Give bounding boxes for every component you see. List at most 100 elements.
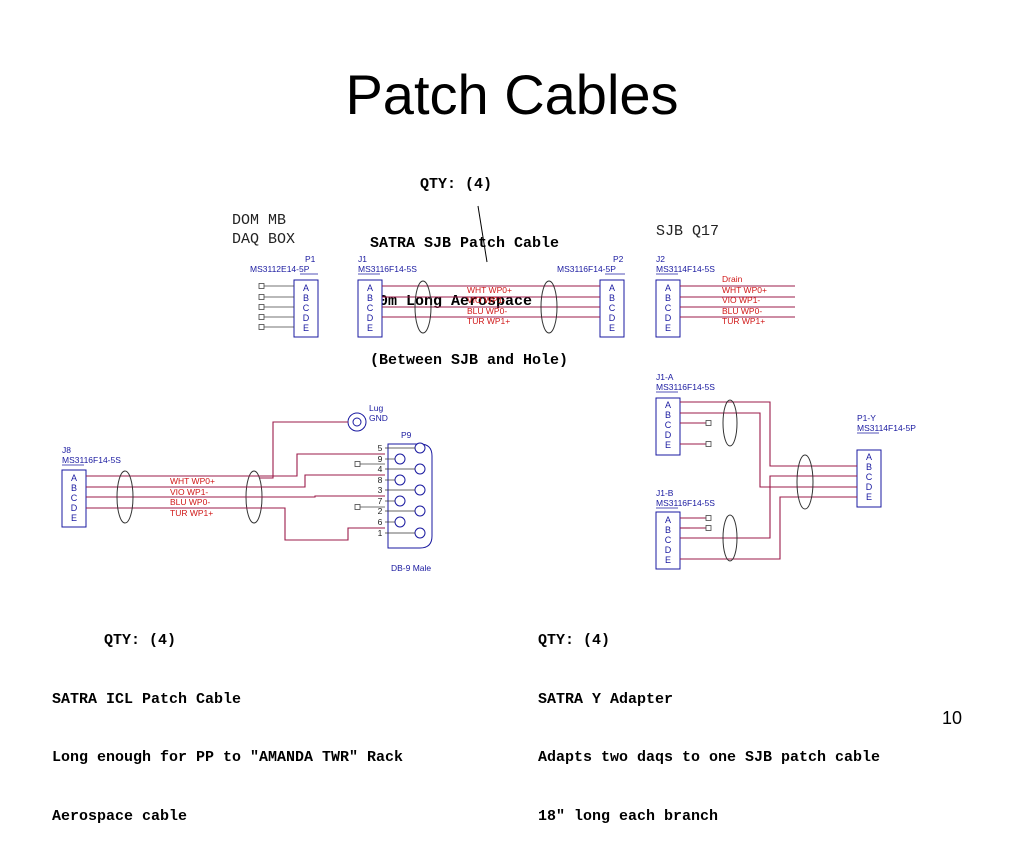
j1a-connector bbox=[655, 397, 681, 456]
j1b-pin-D: D bbox=[665, 545, 672, 555]
j1-pin-E: E bbox=[367, 323, 373, 333]
sjb-shield-right bbox=[540, 280, 558, 334]
lug-gnd-inner bbox=[352, 417, 362, 427]
p9-pin-num-2: 2 bbox=[378, 506, 383, 516]
p9-pin-num-8: 8 bbox=[378, 475, 383, 485]
j1-part-label: MS3116F14-5S bbox=[358, 264, 417, 274]
p1-terminal-2 bbox=[258, 304, 265, 310]
p9-pin-num-5: 5 bbox=[378, 443, 383, 453]
j1-pin-C: C bbox=[367, 303, 374, 313]
p2-part-label: MS3116F14-5P bbox=[557, 264, 616, 274]
sjb-wire-label-2: BLU WP0- bbox=[467, 306, 507, 316]
sjb-cable-line-3: (Between SJB and Hole) bbox=[370, 351, 569, 369]
p9-part-label: DB-9 Male bbox=[391, 563, 431, 573]
j8-pin-E: E bbox=[71, 513, 77, 523]
ya-y-shield bbox=[796, 454, 814, 510]
p2-pin-E: E bbox=[609, 323, 615, 333]
p2-ref-label: P2 bbox=[613, 254, 624, 264]
sjb-cable-line-1: SATRA SJB Patch Cable bbox=[370, 234, 560, 252]
p2-pin-B: B bbox=[609, 293, 615, 303]
sjb-q17-label: SJB Q17 bbox=[656, 223, 720, 240]
p1y-pin-A: A bbox=[866, 452, 872, 462]
db9-pin-circle-a1 bbox=[414, 463, 426, 475]
icl-cable-line-1: SATRA ICL Patch Cable bbox=[52, 690, 242, 708]
j8-pin-C: C bbox=[71, 493, 78, 503]
j1-ref-label: J1 bbox=[358, 254, 367, 264]
db9-pin-circle-a3 bbox=[414, 505, 426, 517]
j2-wire-label-1: WHT WP0+ bbox=[722, 285, 767, 295]
p2-connector bbox=[599, 279, 625, 338]
j1-connector bbox=[357, 279, 383, 338]
j1-pin-A: A bbox=[367, 283, 373, 293]
p9-terminal-0 bbox=[354, 461, 361, 467]
db9-pin-circle-b2 bbox=[394, 495, 406, 507]
j1a-pin-E: E bbox=[665, 440, 671, 450]
p1-pin-D: D bbox=[303, 313, 310, 323]
j2-pin-B: B bbox=[665, 293, 671, 303]
ya-b-shield bbox=[722, 514, 738, 562]
p1y-ref-label: P1-Y bbox=[857, 413, 876, 423]
j2-pin-D: D bbox=[665, 313, 672, 323]
ya-a-shield bbox=[722, 399, 738, 447]
p9-pin-num-1: 1 bbox=[378, 528, 383, 538]
j2-wire-label-3: BLU WP0- bbox=[722, 306, 762, 316]
p9-pin-num-6: 6 bbox=[378, 517, 383, 527]
db9-pin-circle-b0 bbox=[394, 453, 406, 465]
p1-part-label: MS3112E14-5P bbox=[250, 264, 310, 274]
j2-wire-label-0: Drain bbox=[722, 274, 743, 284]
j1b-pin-C: C bbox=[665, 535, 672, 545]
lug-ref-label: Lug bbox=[369, 403, 383, 413]
icl-drain-route bbox=[260, 421, 348, 479]
icl-wire-label-1: VIO WP1- bbox=[170, 487, 208, 497]
j1a-pin-C: C bbox=[665, 420, 672, 430]
icl-cable-line-3: Aerospace cable bbox=[52, 807, 188, 825]
lug-part-label: GND bbox=[369, 413, 388, 423]
j2-wire-label-4: TUR WP1+ bbox=[722, 316, 765, 326]
p9-pin-num-4: 4 bbox=[378, 464, 383, 474]
db9-pin-circle-b1 bbox=[394, 474, 406, 486]
db9-pin-circle-a4 bbox=[414, 527, 426, 539]
p9-pin-num-7: 7 bbox=[378, 496, 383, 506]
sjb-wire-label-1: VIO WP1- bbox=[467, 295, 505, 305]
j8-connector bbox=[61, 469, 87, 528]
ya-a-route-0 bbox=[680, 401, 857, 467]
y-adapter-line-2: Adapts two daqs to one SJB patch cable bbox=[538, 749, 881, 766]
p1-terminal-3 bbox=[258, 314, 265, 320]
j1b-pin-A: A bbox=[665, 515, 671, 525]
j8-ref-label: J8 bbox=[62, 445, 71, 455]
j1a-ref-label: J1-A bbox=[656, 372, 674, 382]
icl-route-2 bbox=[230, 495, 385, 498]
j1a-pin-A: A bbox=[665, 400, 671, 410]
ya-b-term-0 bbox=[705, 515, 712, 521]
j1b-pin-E: E bbox=[665, 555, 671, 565]
p1-pin-E: E bbox=[303, 323, 309, 333]
p1-connector bbox=[293, 279, 319, 338]
sjb-wire-label-3: TUR WP1+ bbox=[467, 316, 510, 326]
j2-ref-label: J2 bbox=[656, 254, 665, 264]
j1-pin-B: B bbox=[367, 293, 373, 303]
sjb-shield-left bbox=[414, 280, 432, 334]
j2-wire-label-2: VIO WP1- bbox=[722, 295, 760, 305]
j8-pin-A: A bbox=[71, 473, 77, 483]
page-title: Patch Cables bbox=[345, 63, 679, 126]
j2-pin-C: C bbox=[665, 303, 672, 313]
icl-shield-left bbox=[116, 470, 134, 524]
p1-pin-C: C bbox=[303, 303, 310, 313]
p1y-pin-B: B bbox=[866, 462, 872, 472]
j1a-pin-D: D bbox=[665, 430, 672, 440]
p1y-pin-C: C bbox=[866, 472, 873, 482]
p1-terminal-0 bbox=[258, 283, 265, 289]
p9-pin-num-9: 9 bbox=[378, 454, 383, 464]
callout-leader bbox=[477, 205, 488, 263]
j2-part-label: MS3114F14-5S bbox=[656, 264, 715, 274]
p1-pin-A: A bbox=[303, 283, 309, 293]
p2-pin-C: C bbox=[609, 303, 616, 313]
j8-pin-B: B bbox=[71, 483, 77, 493]
p9-ref-label: P9 bbox=[401, 430, 412, 440]
y-adapter-line-3: 18" long each branch bbox=[538, 807, 719, 825]
dom-mb-label: DOM MB bbox=[232, 212, 287, 229]
p1y-pin-E: E bbox=[866, 492, 872, 502]
p9-pin-num-3: 3 bbox=[378, 485, 383, 495]
j1a-part-label: MS3116F14-5S bbox=[656, 382, 715, 392]
p9-terminal-1 bbox=[354, 504, 361, 510]
